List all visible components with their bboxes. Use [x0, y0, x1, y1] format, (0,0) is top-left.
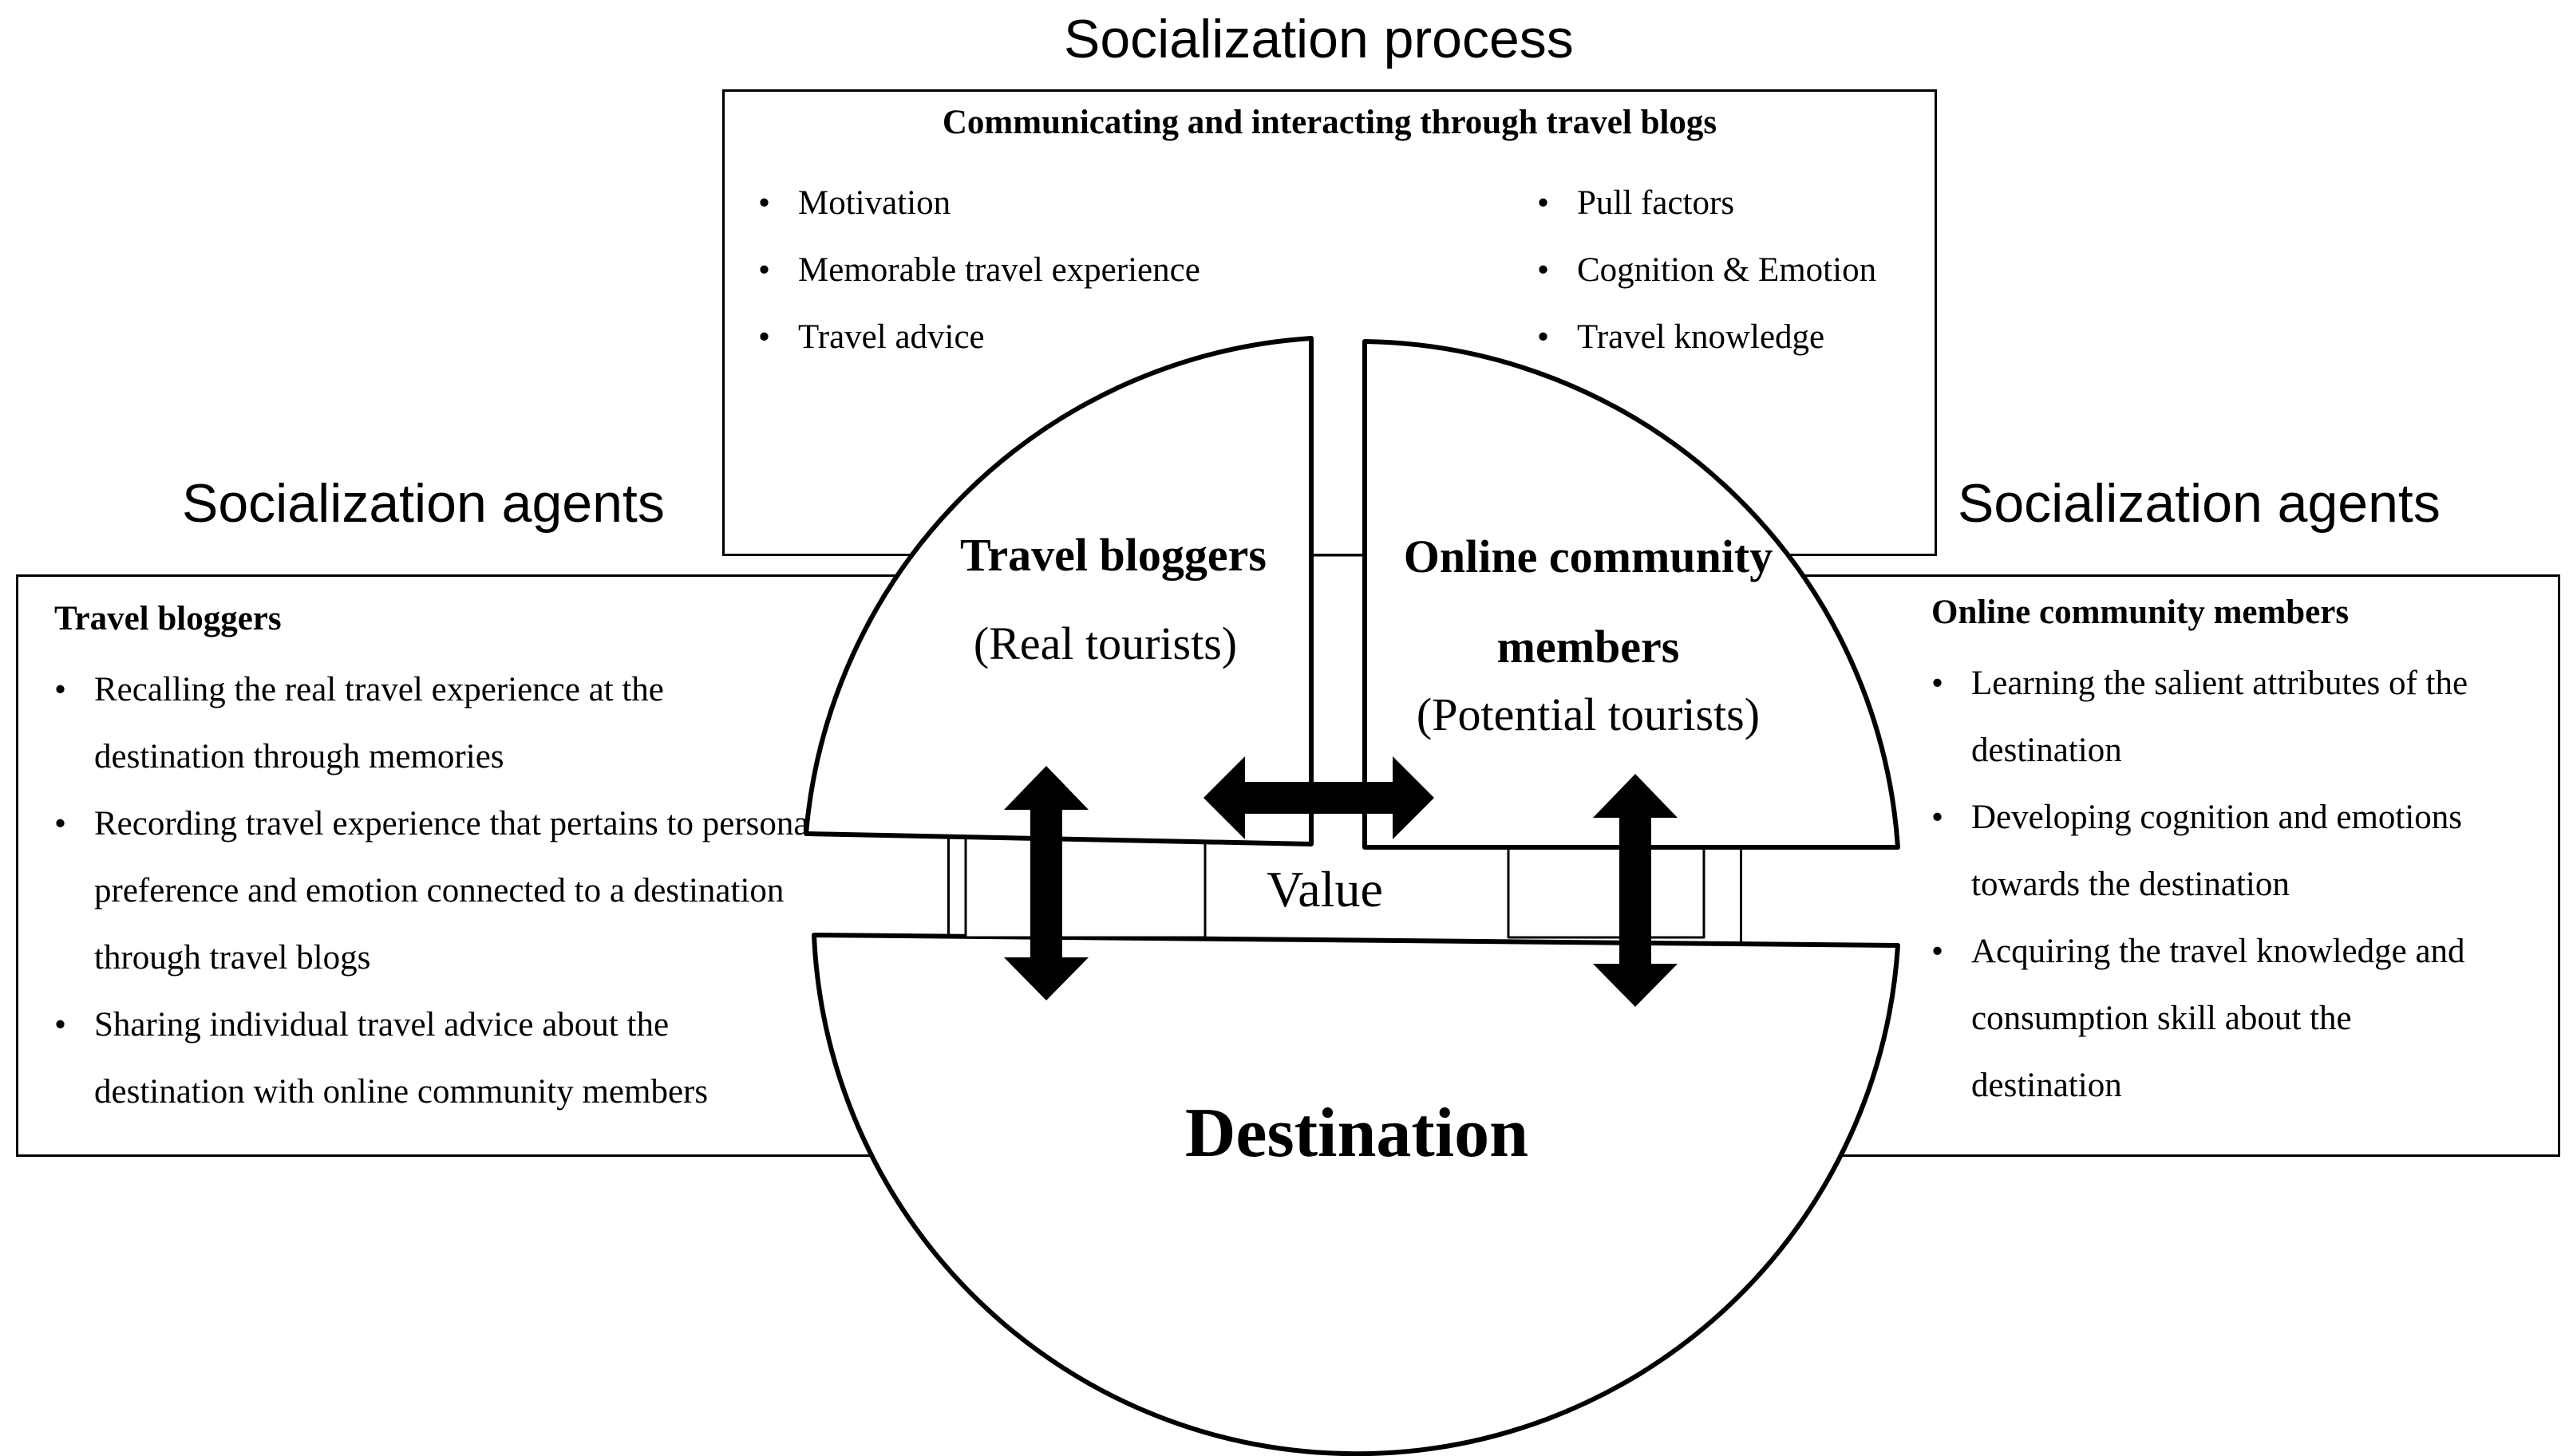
right-item-acquiring: Acquiring the travel knowledge and consu… [1931, 918, 2506, 1119]
destination-segment [812, 933, 1900, 1456]
process-box-title: Communicating and interacting through tr… [942, 104, 1717, 141]
right-item-developing: Developing cognition and emotions toward… [1931, 784, 2506, 918]
process-item-travel-advice: Travel advice [758, 304, 1200, 371]
left-agents-box: Travel bloggers Recalling the real trave… [16, 574, 950, 1157]
process-right-list: Pull factors Cognition & Emotion Travel … [1537, 170, 1876, 371]
left-item-recording: Recording travel experience that pertain… [54, 791, 820, 992]
right-agents-box: Online community members Learning the sa… [1740, 574, 2560, 1157]
double-arrow-vertical-left [1004, 766, 1089, 1000]
process-item-motivation: Motivation [758, 170, 1200, 237]
bloggers-subtitle: (Real tourists) [973, 618, 1238, 669]
right-box-title: Online community members [1931, 594, 2350, 631]
process-box: Communicating and interacting through tr… [722, 89, 1937, 556]
right-item-learning: Learning the salient attributes of the d… [1931, 650, 2506, 784]
double-arrow-horizontal [1204, 756, 1434, 839]
bloggers-title: Travel bloggers [960, 529, 1267, 581]
left-agents-list: Recalling the real travel experience at … [54, 657, 820, 1126]
process-item-travel-knowledge: Travel knowledge [1537, 304, 1876, 371]
heading-socialization-agents-left: Socialization agents [182, 473, 665, 534]
heading-socialization-agents-right: Socialization agents [1958, 473, 2441, 534]
value-band-right [1507, 828, 1705, 939]
process-item-pull-factors: Pull factors [1537, 170, 1876, 237]
value-band-left [964, 828, 1207, 939]
community-title-line2: members [1496, 621, 1680, 673]
left-item-recalling: Recalling the real travel experience at … [54, 657, 820, 791]
value-label: Value [1267, 861, 1383, 917]
right-agents-list: Learning the salient attributes of the d… [1931, 650, 2506, 1119]
community-subtitle: (Potential tourists) [1416, 689, 1761, 740]
left-box-title: Travel bloggers [54, 600, 282, 637]
process-item-cognition-emotion: Cognition & Emotion [1537, 237, 1876, 304]
process-item-memorable-experience: Memorable travel experience [758, 237, 1200, 304]
left-item-sharing: Sharing individual travel advice about t… [54, 992, 820, 1126]
community-title-line1: Online community [1403, 531, 1773, 582]
double-arrow-vertical-right [1593, 774, 1678, 1007]
destination-label: Destination [1184, 1095, 1529, 1172]
process-left-list: Motivation Memorable travel experience T… [758, 170, 1200, 371]
heading-socialization-process: Socialization process [1064, 9, 1574, 69]
